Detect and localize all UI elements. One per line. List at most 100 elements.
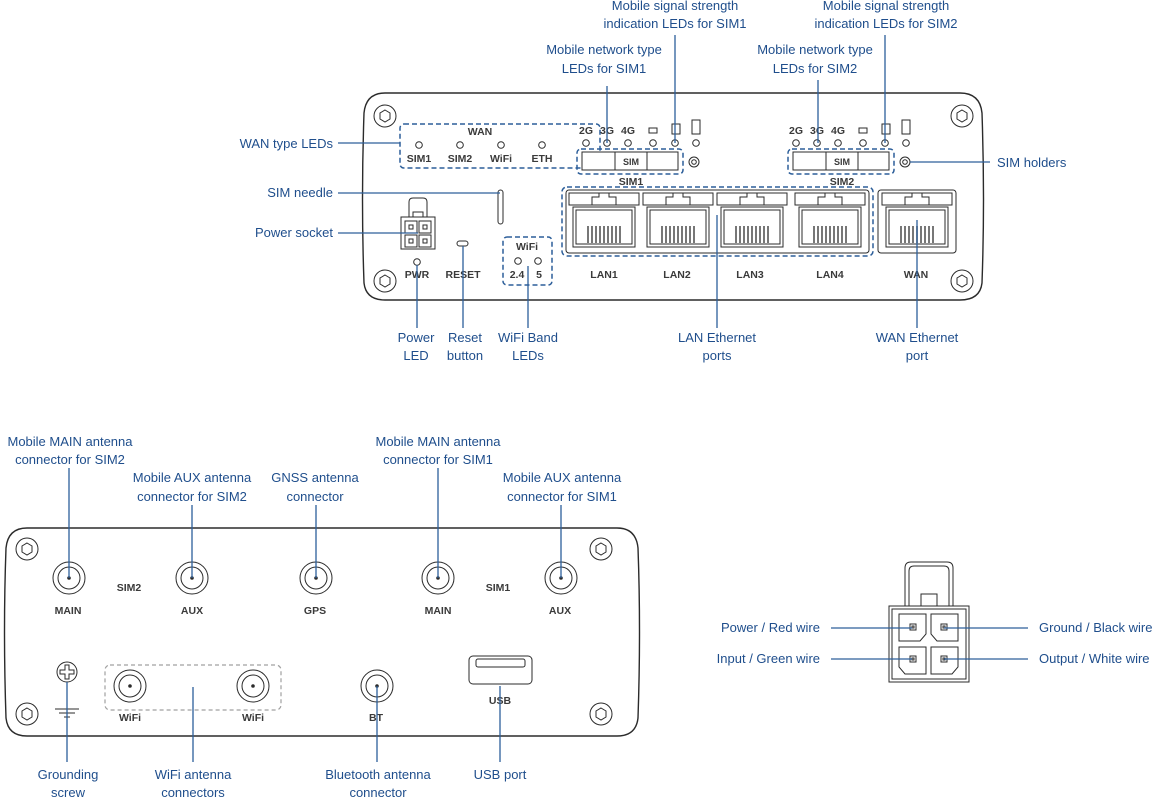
led-icon xyxy=(538,141,546,149)
grounding-screw-icon xyxy=(56,661,78,683)
callout-wan-type-leds: WAN type LEDs xyxy=(240,136,334,151)
sim1-slot[interactable]: SIM xyxy=(581,151,679,171)
callout-aux-sim2: Mobile AUX antenna xyxy=(133,470,252,485)
callout-sim-holders: SIM holders xyxy=(997,155,1067,170)
signal-bar-low-icon xyxy=(648,127,658,134)
callout-signal-sim1: indication LEDs for SIM1 xyxy=(603,16,746,31)
back-panel: SIM2 SIM1 MAIN AUX GPS MAIN AUX WiFi WiF… xyxy=(3,527,641,737)
callout-aux-sim1: connector for SIM1 xyxy=(507,489,617,504)
connector-label: MAIN xyxy=(425,605,452,617)
callout-wifi-antenna: WiFi antenna xyxy=(155,767,232,782)
callout-power-led: Power xyxy=(398,330,436,345)
wifi-group-title: WiFi xyxy=(516,241,538,253)
front-panel: WAN SIM1 SIM2 WiFi ETH PWR RESET xyxy=(361,92,985,301)
callout-network-sim1: LEDs for SIM1 xyxy=(562,61,647,76)
callout-output-wire: Output / White wire xyxy=(1039,651,1150,666)
sim2-slot[interactable]: SIM xyxy=(792,151,890,171)
sim2-label: SIM2 xyxy=(830,176,855,188)
screw-icon xyxy=(15,537,39,561)
led-icon xyxy=(534,257,542,265)
callout-input-wire: Input / Green wire xyxy=(717,651,820,666)
connector-label: AUX xyxy=(181,605,203,617)
lan-port[interactable] xyxy=(568,192,640,248)
sim2-slot-border xyxy=(787,148,895,175)
sim1-label: SIM1 xyxy=(619,176,644,188)
led-icon xyxy=(415,141,423,149)
screw-icon xyxy=(373,104,397,128)
callout-gnss: GNSS antenna xyxy=(271,470,359,485)
callout-main-sim1: connector for SIM1 xyxy=(383,452,493,467)
wifi-connector[interactable] xyxy=(236,669,270,703)
lan-port[interactable] xyxy=(794,192,866,248)
callout-lan-ethernet: LAN Ethernet xyxy=(678,330,756,345)
callout-main-sim2: connector for SIM2 xyxy=(15,452,125,467)
lan-port[interactable] xyxy=(716,192,788,248)
lan-port-label: LAN2 xyxy=(663,269,691,281)
sim-slot-label: SIM xyxy=(623,157,639,167)
screw-icon xyxy=(15,702,39,726)
callout-ground-wire: Ground / Black wire xyxy=(1039,620,1152,635)
callout-bluetooth: Bluetooth antenna xyxy=(325,767,431,782)
led-icon xyxy=(624,139,632,147)
led-icon xyxy=(582,139,590,147)
callout-network-sim2: Mobile network type xyxy=(757,42,873,57)
usb-port[interactable] xyxy=(468,655,533,685)
network-type-label: 2G xyxy=(579,125,593,137)
wan-led-label: ETH xyxy=(532,153,553,165)
network-type-label: 3G xyxy=(810,125,824,137)
network-type-label: 4G xyxy=(621,125,635,137)
led-icon xyxy=(514,257,522,265)
wifi-connector[interactable] xyxy=(113,669,147,703)
led-icon xyxy=(834,139,842,147)
reset-button[interactable] xyxy=(456,240,469,247)
back-sim2-label: SIM2 xyxy=(117,582,142,594)
wifi-antenna-group-border xyxy=(104,664,282,711)
signal-bar-low-icon xyxy=(858,127,868,134)
wifi-connector-label: WiFi xyxy=(119,712,141,724)
callout-signal-sim1: Mobile signal strength xyxy=(612,0,738,13)
led-icon xyxy=(692,139,700,147)
callout-network-sim2: LEDs for SIM2 xyxy=(773,61,858,76)
lan-port-label: LAN4 xyxy=(816,269,844,281)
callout-wifi-antenna: connectors xyxy=(161,785,225,797)
power-connector-detail xyxy=(888,561,970,683)
power-led-icon xyxy=(413,258,421,266)
screw-icon xyxy=(950,269,974,293)
led-icon xyxy=(902,139,910,147)
lan-port[interactable] xyxy=(642,192,714,248)
callout-network-sim1: Mobile network type xyxy=(546,42,662,57)
front-callouts: Mobile signal strength indication LEDs f… xyxy=(240,0,1067,363)
signal-bar-high-icon xyxy=(691,119,701,135)
wan-led-label: SIM2 xyxy=(448,153,473,165)
callout-gnss: connector xyxy=(286,489,344,504)
power-connector-callouts: Power / Red wire Input / Green wire Grou… xyxy=(717,620,1153,666)
callout-grounding: Grounding xyxy=(38,767,99,782)
lan-group-border xyxy=(561,186,874,257)
wifi-band-label: 2.4 xyxy=(510,269,525,281)
callout-wifi-band-leds: LEDs xyxy=(512,348,544,363)
back-panel-body xyxy=(3,527,641,737)
power-connector-leaders xyxy=(831,627,1028,660)
callout-grounding: screw xyxy=(51,785,86,797)
callout-main-sim2: Mobile MAIN antenna xyxy=(7,434,133,449)
led-icon xyxy=(456,141,464,149)
wifi-connector-label: WiFi xyxy=(242,712,264,724)
callout-usb: USB port xyxy=(474,767,527,782)
callout-main-sim1: Mobile MAIN antenna xyxy=(375,434,501,449)
front-leader-lines xyxy=(338,35,990,328)
wan-led-group: WAN SIM1 SIM2 WiFi ETH xyxy=(399,123,601,169)
connector-label: AUX xyxy=(549,605,571,617)
screw-icon xyxy=(589,702,613,726)
screw-icon xyxy=(589,537,613,561)
callout-wan-ethernet: port xyxy=(906,348,929,363)
connector-label: GPS xyxy=(304,605,326,617)
signal-bar-high-icon xyxy=(901,119,911,135)
back-callouts: Mobile MAIN antenna connector for SIM2 M… xyxy=(7,434,622,800)
callout-signal-sim2: Mobile signal strength xyxy=(823,0,949,13)
wan-group-border xyxy=(399,123,601,169)
wifi-band-label: 5 xyxy=(536,269,542,281)
wan-led-label: SIM1 xyxy=(407,153,432,165)
led-icon xyxy=(649,139,657,147)
